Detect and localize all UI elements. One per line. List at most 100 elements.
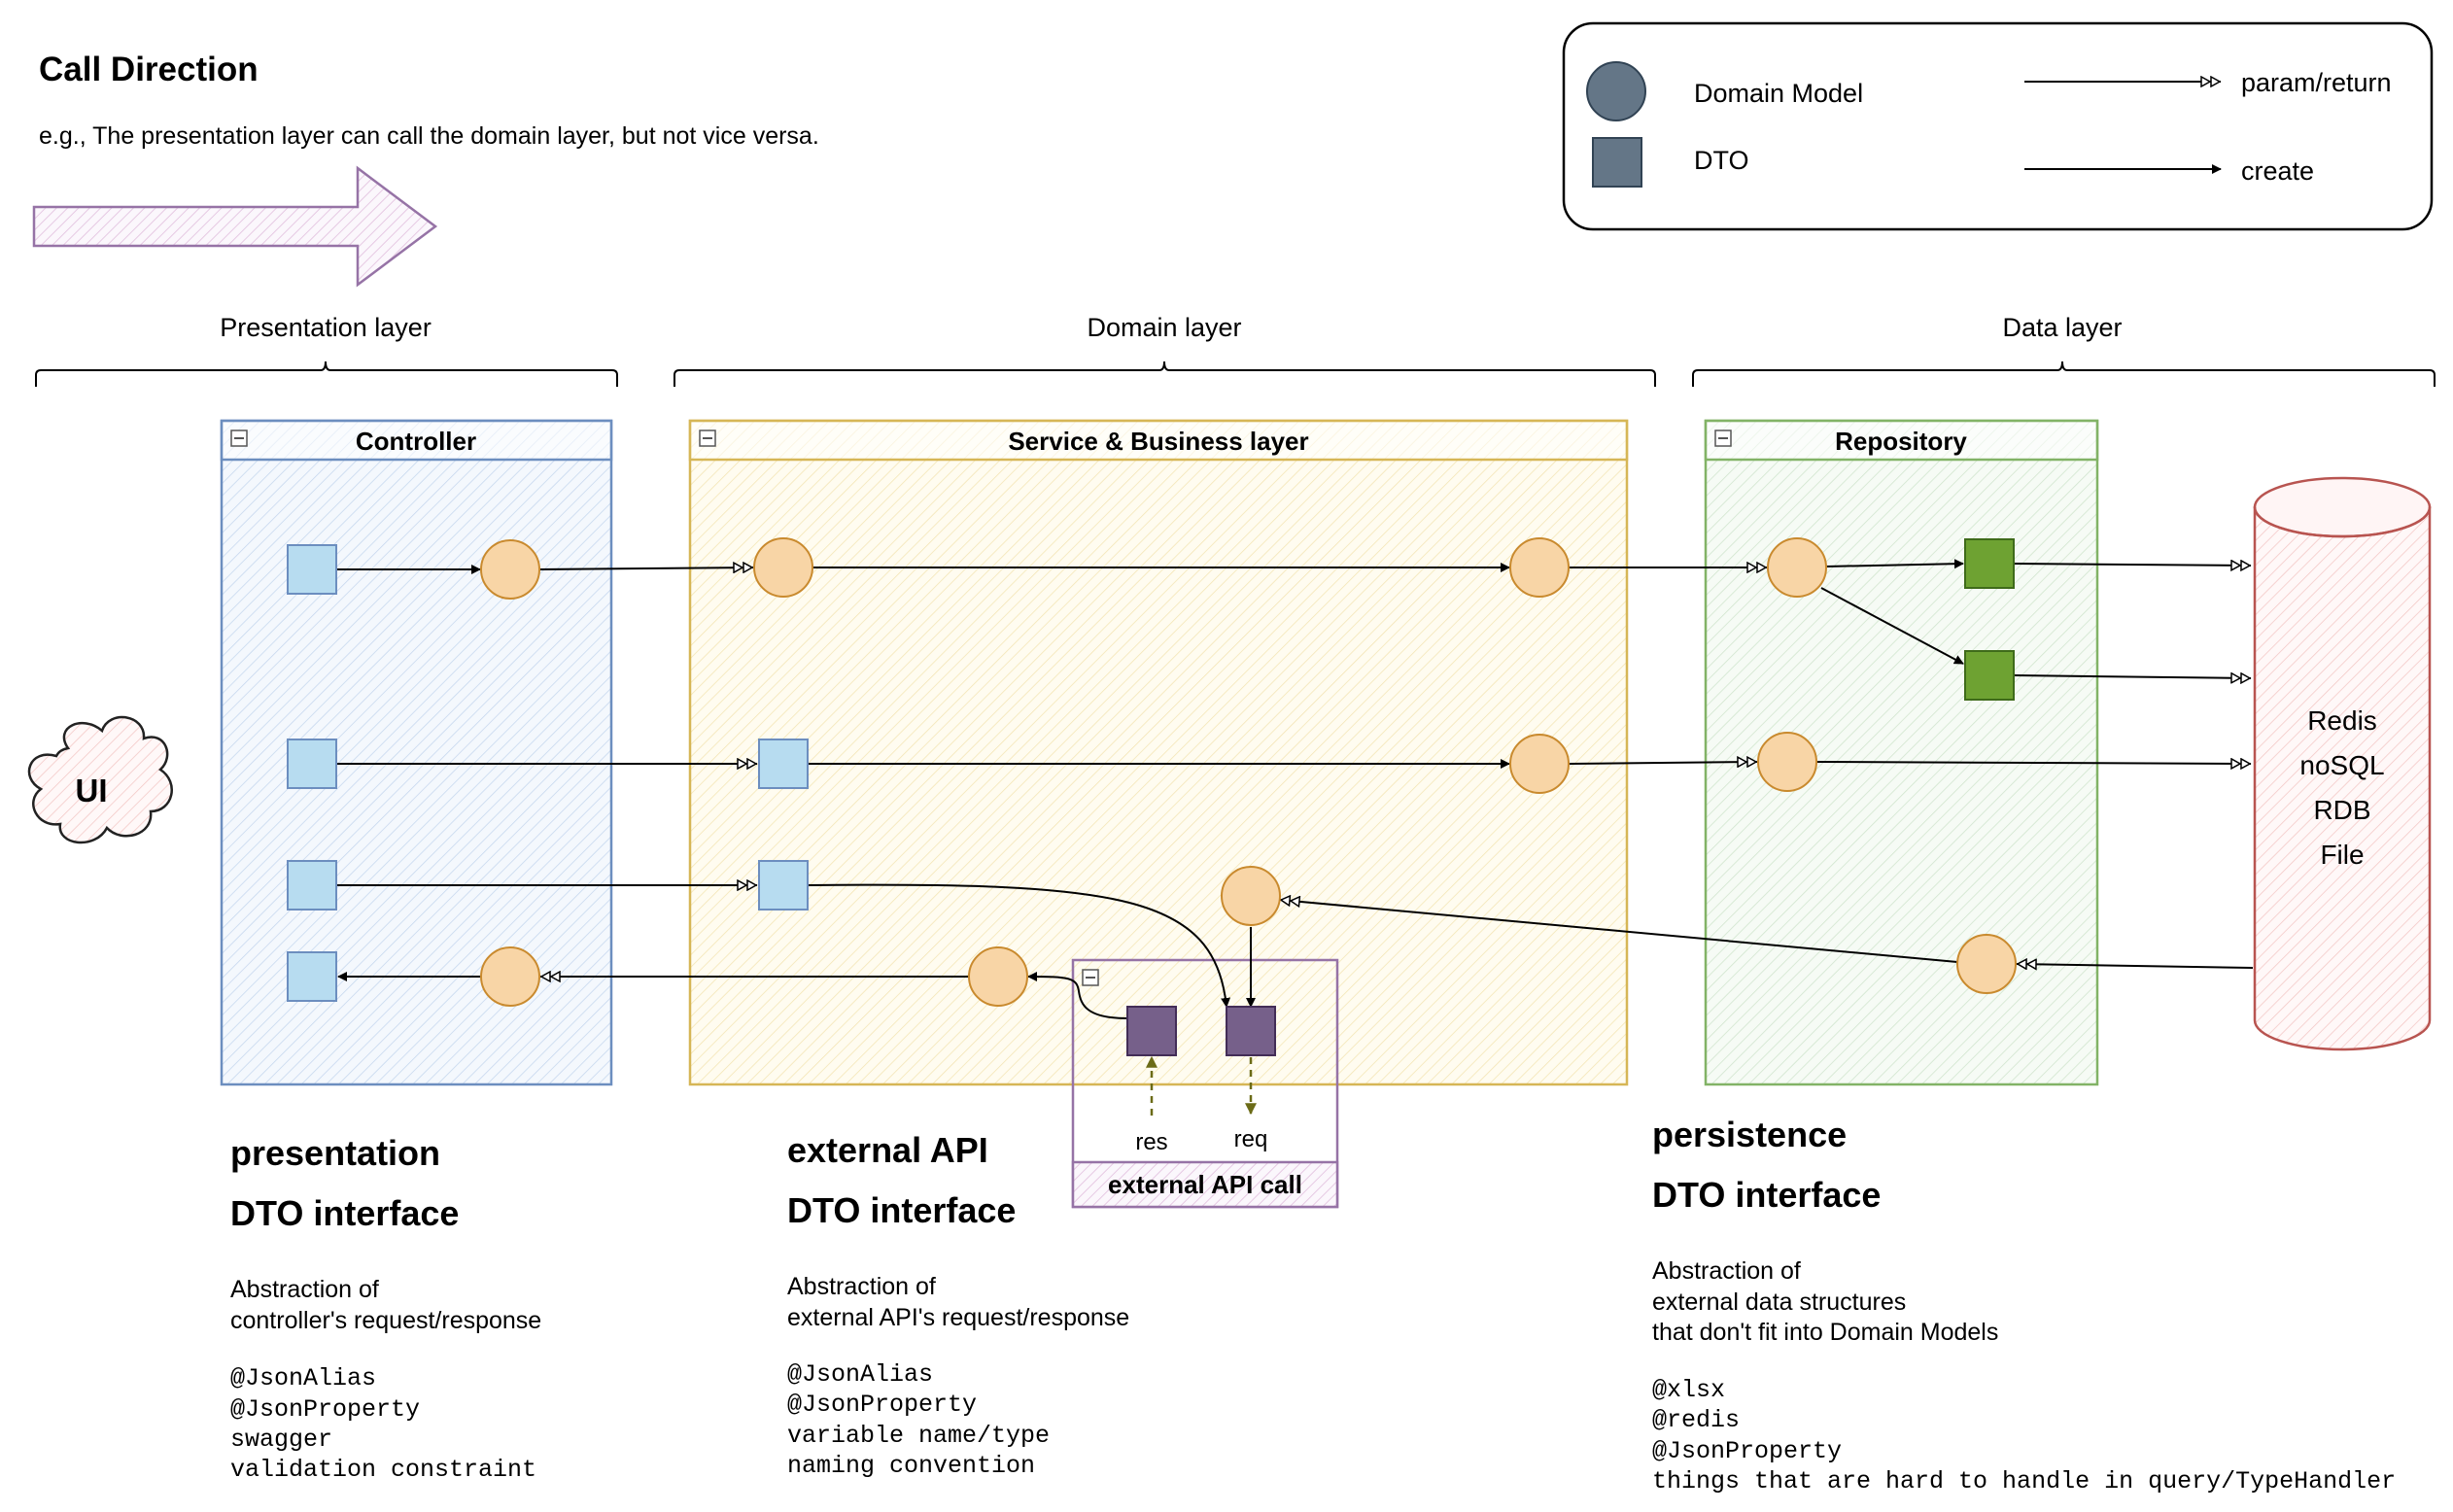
- note-heading: DTO interface: [230, 1193, 459, 1233]
- note-code: @JsonProperty: [1652, 1437, 1842, 1465]
- dto-node: [1964, 538, 2015, 589]
- domain-model-node: [753, 537, 813, 598]
- create-arrow: [1027, 972, 1128, 1019]
- external-api-title: external API call: [1108, 1170, 1302, 1199]
- domain-model-node: [1221, 866, 1281, 926]
- controller-container: [220, 419, 613, 1086]
- call-direction-title: Call Direction: [39, 51, 259, 88]
- presentation-dtos: [287, 544, 809, 1002]
- note-code: naming convention: [787, 1452, 1035, 1480]
- note-description: external data structures: [1652, 1289, 1906, 1316]
- domain-model-node: [1509, 537, 1570, 598]
- param-return-arrow: [538, 567, 753, 569]
- dto-legend-icon: [1592, 137, 1642, 188]
- external-note: external API DTO interface Abstraction o…: [787, 1130, 1129, 1480]
- param-return-arrow: [2013, 675, 2251, 678]
- storage-type-label: noSQL: [2299, 750, 2384, 780]
- ui-label: UI: [76, 773, 108, 808]
- note-code: @JsonAlias: [787, 1360, 933, 1389]
- note-heading: DTO interface: [1652, 1175, 1881, 1215]
- dto-node: [1226, 1006, 1276, 1056]
- repository-dtos: [1964, 538, 2015, 701]
- repository-header: [1704, 419, 2099, 462]
- note-code: @JsonProperty: [230, 1395, 420, 1424]
- dto-node: [287, 739, 337, 789]
- storage-cylinder: [2253, 476, 2432, 1051]
- note-description: Abstraction of: [1652, 1257, 1801, 1285]
- ui-cloud: [27, 715, 173, 844]
- legend-param-return-label: param/return: [2241, 68, 2392, 97]
- note-description: external API's request/response: [787, 1304, 1129, 1331]
- storage-type-label: File: [2320, 840, 2364, 870]
- note-code: @JsonAlias: [230, 1364, 376, 1392]
- note-description: controller's request/response: [230, 1307, 541, 1334]
- presentation-note: presentation DTO interface Abstraction o…: [230, 1133, 541, 1484]
- collapse-icon[interactable]: [1714, 430, 1732, 447]
- note-heading: presentation: [230, 1133, 440, 1173]
- call-direction-description: e.g., The presentation layer can call th…: [39, 122, 819, 150]
- service-header: [688, 419, 1629, 462]
- domain-model-node: [480, 539, 540, 600]
- repository-container: [1704, 419, 2099, 1086]
- domain-model-node: [1509, 734, 1570, 794]
- collapse-icon[interactable]: [699, 430, 716, 447]
- note-code: validation constraint: [230, 1456, 536, 1484]
- dto-node: [1126, 1006, 1177, 1056]
- dto-node: [287, 544, 337, 595]
- note-code: @JsonProperty: [787, 1391, 977, 1419]
- param-return-arrow: [2013, 564, 2251, 566]
- repository-title: Repository: [1835, 427, 1967, 456]
- note-description: Abstraction of: [230, 1276, 379, 1303]
- dto-node: [758, 739, 809, 789]
- domain-model-node: [480, 946, 540, 1007]
- external-dtos: [1126, 1006, 1276, 1056]
- legend-create-label: create: [2241, 156, 2314, 186]
- req-label: req: [1234, 1126, 1268, 1152]
- domain-model-node: [1956, 934, 2017, 994]
- dto-node: [287, 951, 337, 1002]
- dto-node: [287, 860, 337, 911]
- note-heading: DTO interface: [787, 1190, 1016, 1230]
- presentation-layer-brace: [35, 361, 618, 387]
- dto-node: [758, 860, 809, 911]
- note-heading: external API: [787, 1130, 988, 1170]
- note-code: @redis: [1652, 1406, 1740, 1434]
- legend-dto-label: DTO: [1694, 146, 1749, 175]
- note-heading: persistence: [1652, 1115, 1847, 1154]
- note-code: swagger: [230, 1426, 332, 1454]
- domain-model-node: [968, 946, 1028, 1007]
- storage-type-label: RDB: [2313, 795, 2370, 825]
- data-layer-label: Data layer: [2002, 313, 2122, 342]
- note-code: things that are hard to handle in query/…: [1652, 1467, 2396, 1495]
- domain-model-legend-icon: [1586, 61, 1646, 121]
- create-arrow: [1820, 587, 1964, 665]
- res-label: res: [1135, 1129, 1167, 1155]
- note-code: @xlsx: [1652, 1376, 1725, 1404]
- create-arrow: [1825, 559, 1964, 569]
- persistence-note: persistence DTO interface Abstraction of…: [1652, 1115, 2396, 1495]
- service-title: Service & Business layer: [1008, 427, 1308, 456]
- call-direction-arrow: [32, 165, 438, 288]
- domain-layer-brace: [674, 361, 1656, 387]
- note-description: Abstraction of: [787, 1273, 936, 1300]
- collapse-icon[interactable]: [230, 430, 248, 447]
- domain-layer-label: Domain layer: [1087, 313, 1241, 342]
- controller-header: [220, 419, 613, 462]
- param-return-arrow: [1280, 900, 1958, 963]
- connectors: [336, 559, 2254, 1019]
- param-return-arrow: [1568, 762, 1757, 764]
- controller-title: Controller: [356, 427, 476, 456]
- presentation-layer-label: Presentation layer: [220, 313, 432, 342]
- note-code: variable name/type: [787, 1422, 1050, 1450]
- service-container: [688, 419, 1629, 1086]
- domain-models: [480, 537, 2017, 1007]
- data-layer-brace: [1692, 361, 2436, 387]
- external-api-header: [1071, 1160, 1339, 1209]
- collapse-icon[interactable]: [1082, 969, 1099, 986]
- param-return-arrow: [2017, 964, 2254, 968]
- domain-model-node: [1757, 732, 1817, 792]
- storage-type-label: Redis: [2307, 705, 2377, 736]
- dto-node: [1964, 650, 2015, 701]
- note-description: that don't fit into Domain Models: [1652, 1319, 1998, 1346]
